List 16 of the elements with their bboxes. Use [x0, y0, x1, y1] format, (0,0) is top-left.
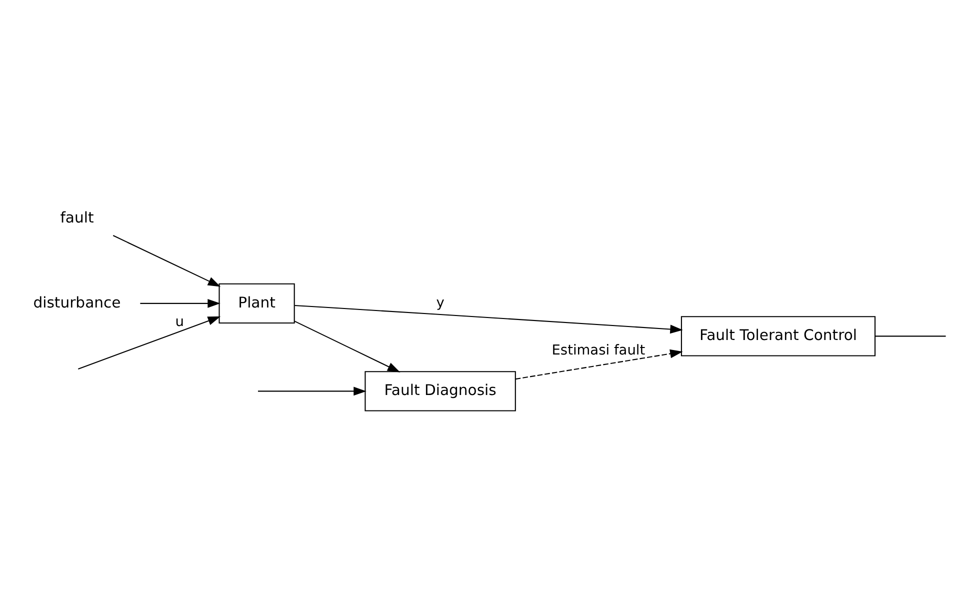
node-box: Plant	[218, 282, 295, 323]
arrow	[294, 320, 400, 372]
node-text: disturbance	[33, 294, 121, 311]
arrow	[515, 348, 683, 380]
node-box: Fault Tolerant Control	[680, 316, 876, 356]
edge-label: Estimasi fault	[552, 342, 646, 358]
edge-label: u	[175, 314, 184, 330]
node-box: Fault Diagnosis	[364, 370, 516, 411]
arrow	[294, 304, 683, 334]
node-text: fault	[60, 209, 94, 226]
arrow	[78, 316, 221, 369]
connector	[875, 335, 946, 336]
arrow	[112, 234, 221, 286]
arrow	[140, 298, 220, 308]
edge-label: y	[436, 294, 444, 311]
arrow	[258, 386, 366, 396]
